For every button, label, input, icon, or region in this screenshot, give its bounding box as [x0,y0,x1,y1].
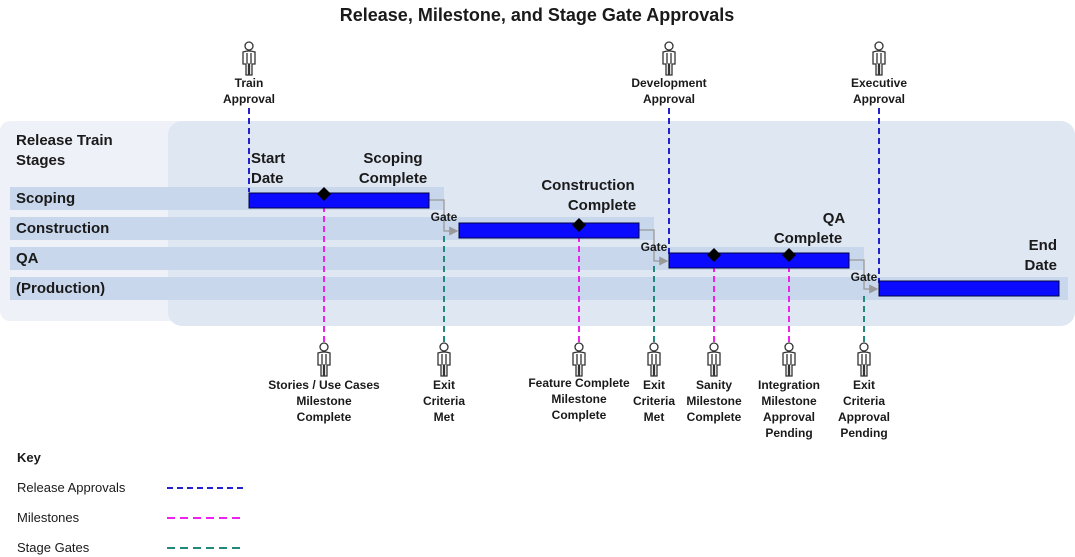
stage-label-production: (Production) [16,280,105,297]
bar-scoping [248,192,430,209]
gate-connector-3 [849,259,879,294]
bar-production [878,280,1060,297]
person-icon-train [242,41,256,76]
key-label-approvals: Release Approvals [17,480,126,495]
stage-row-qa [10,247,864,270]
person-icon-feature [572,342,586,377]
gate-lines [443,236,865,344]
approval-label-development-line2: Approval [643,92,695,106]
bottom-label-feature-line3: Complete [552,408,607,422]
bottom-label-exit2-line3: Met [644,410,665,424]
end-date-line1: End [1029,237,1057,254]
person-icon-exit2 [647,342,661,377]
end-date-line2: Date [1024,257,1057,274]
bottom-label-exit1-line3: Met [434,410,455,424]
bottom-label-exit2-line2: Criteria [633,394,675,408]
bottom-label-exit1-line1: Exit [433,378,455,392]
milestone-diamond-sanity [707,248,721,262]
approval-label-development-line1: Development [631,76,706,90]
person-icon-exit1 [437,342,451,377]
approval-label-executive-line2: Approval [853,92,905,106]
person-icon-executive [872,41,886,76]
bottom-label-integration-line1: Integration [758,378,820,392]
bottom-label-exit3-line2: Criteria [843,394,885,408]
person-icon-development [662,41,676,76]
bottom-label-exit3-line3: Approval [838,410,890,424]
bottom-label-exit2-line1: Exit [643,378,665,392]
bottom-label-integration-line3: Approval [763,410,815,424]
bottom-label-integration-line4: Pending [765,426,812,440]
approval-lines [248,108,880,283]
diagram-title: Release, Milestone, and Stage Gate Appro… [340,5,734,25]
qa-complete-line2: Complete [774,230,842,247]
stage-row-production [10,277,1068,300]
bottom-label-stories-line1: Stories / Use Cases [268,378,380,392]
milestone-diamond-integration [782,248,796,262]
stages-heading-line1: Release Train [16,132,113,149]
key-label-stage-gates: Stage Gates [17,540,90,555]
person-icon-exit3 [857,342,871,377]
bottom-label-feature-line2: Milestone [551,392,607,406]
construction-complete-line2: Complete [568,197,636,214]
stage-label-construction: Construction [16,220,109,237]
approval-label-train-line2: Approval [223,92,275,106]
gate-label-3: Gate [851,270,878,284]
scoping-complete-line1: Scoping [363,150,422,167]
milestone-diamond-scoping [317,187,331,201]
start-date-label-line2: Date [251,170,284,187]
stage-label-qa: QA [16,250,39,267]
bottom-label-stories-line2: Milestone [296,394,352,408]
scoping-complete-line2: Complete [359,170,427,187]
bottom-label-sanity-line3: Complete [687,410,742,424]
person-icon-integration [782,342,796,377]
start-date-label-line1: Start [251,150,285,167]
bottom-label-sanity-line1: Sanity [696,378,732,392]
bottom-label-stories-line3: Complete [297,410,352,424]
bottom-label-exit3-line4: Pending [840,426,887,440]
construction-complete-line1: Construction [541,177,634,194]
bar-qa [668,252,850,269]
bottom-label-exit3-line1: Exit [853,378,875,392]
bottom-label-exit1-line2: Criteria [423,394,465,408]
bottom-label-integration-line2: Milestone [761,394,817,408]
milestone-lines [323,196,790,344]
approval-label-executive-line1: Executive [851,76,907,90]
bottom-label-sanity-line2: Milestone [686,394,742,408]
gate-connector-2 [639,229,669,266]
gate-connector-1 [429,199,459,236]
stage-label-scoping: Scoping [16,190,75,207]
milestone-diamond-construction [572,218,586,232]
approval-label-train-line1: Train [235,76,264,90]
stages-heading-line2: Stages [16,152,65,169]
bottom-label-feature-line1: Feature Complete [528,376,630,390]
person-icon-stories [317,342,331,377]
gate-label-2: Gate [641,240,668,254]
person-icon-sanity [707,342,721,377]
gate-label-1: Gate [431,210,458,224]
key-label-milestones: Milestones [17,510,80,525]
qa-complete-line1: QA [823,210,846,227]
key-title: Key [17,450,42,465]
gate-connectors [429,199,879,294]
bar-construction [458,222,640,239]
